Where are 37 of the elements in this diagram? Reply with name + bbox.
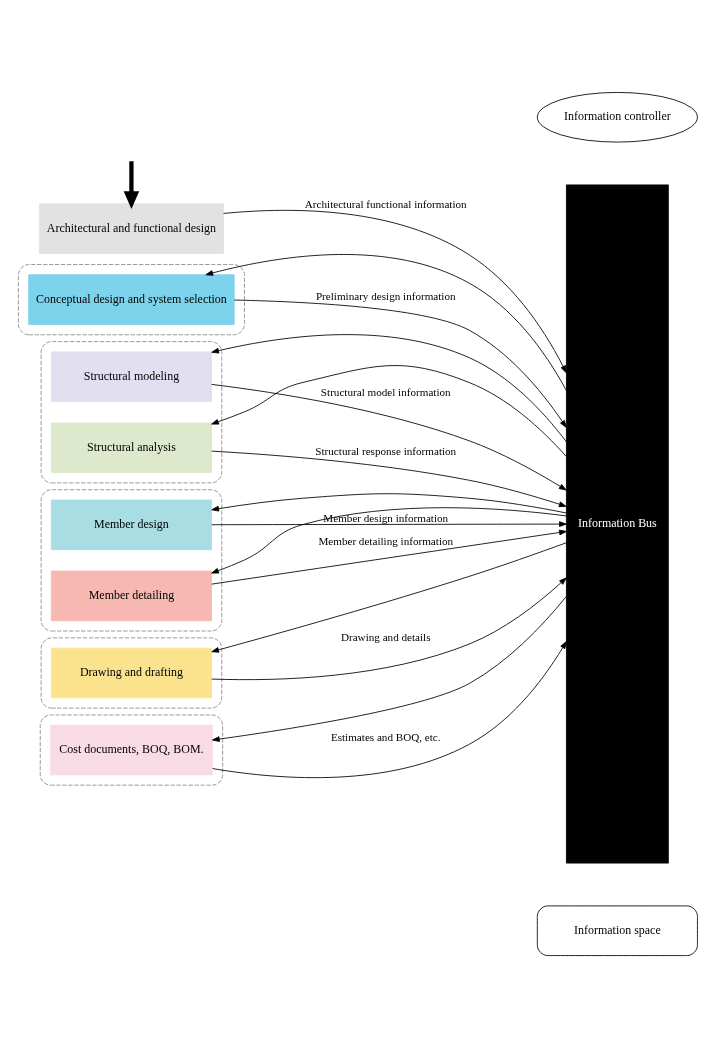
node-box: Conceptual design and system selection (28, 274, 235, 325)
edge-label: Structural response information (315, 444, 457, 457)
node-ellipse: Information controller (536, 92, 698, 143)
arrow (211, 493, 567, 514)
arrow (223, 209, 567, 374)
arrow (211, 365, 567, 457)
arrow (211, 334, 567, 443)
edge-label: Member design information (323, 511, 449, 524)
node-box: Drawing and drafting (50, 647, 212, 699)
arrow (211, 529, 567, 585)
arrow (233, 299, 567, 428)
edge-label: Preliminary design information (315, 289, 456, 302)
node-box: Member design (50, 499, 212, 551)
arrow (211, 577, 567, 681)
node-box: Structural analysis (50, 422, 212, 474)
node-box: Information space (536, 905, 698, 956)
node-box: Structural modeling (50, 351, 212, 402)
arrow (211, 384, 567, 491)
arrow (205, 254, 567, 391)
edge-label: Structural model information (320, 385, 451, 398)
edge-label: Member detailing information (318, 534, 454, 547)
arrow (211, 542, 567, 653)
node-box: Information Bus (566, 184, 669, 864)
arrow (212, 596, 567, 742)
node-box: Architectural and functional design (38, 203, 224, 254)
node-box: Cost documents, BOQ, BOM. (50, 724, 213, 776)
arrow (123, 161, 140, 210)
node-box: Member detailing (50, 570, 212, 622)
edge-label: Estimates and BOQ, etc. (330, 730, 441, 743)
cluster (39, 714, 224, 786)
arrow (211, 450, 567, 507)
arrow (212, 641, 567, 779)
arrow (211, 521, 567, 527)
edge-label: Architectural functional information (304, 198, 467, 211)
cluster (17, 264, 245, 336)
edge-label: Drawing and details (340, 630, 431, 643)
arrow (211, 507, 567, 574)
